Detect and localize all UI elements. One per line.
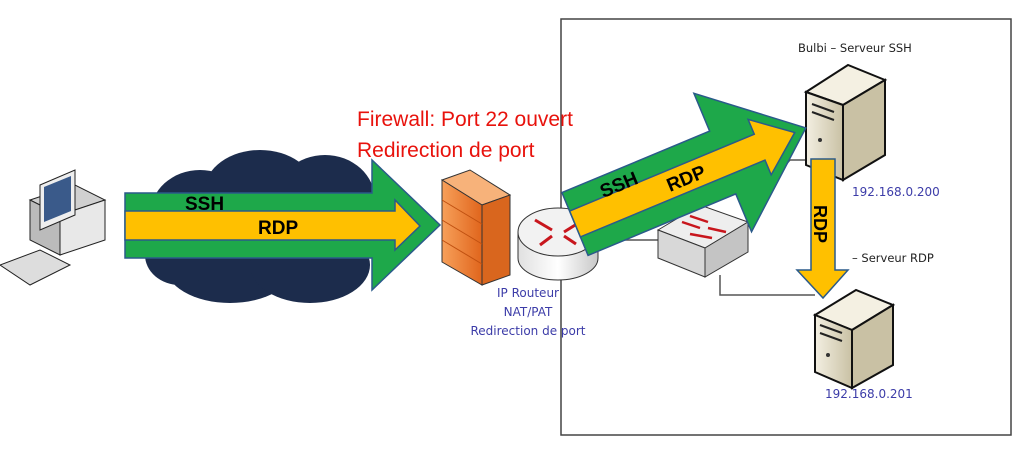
rdp-server-name: – Serveur RDP bbox=[852, 251, 934, 265]
main-ssh-label: SSH bbox=[185, 194, 224, 215]
router-label-line3: Redirection de port bbox=[471, 324, 586, 338]
firewall-note-line1: Firewall: Port 22 ouvert bbox=[357, 108, 573, 131]
router-label-line1: IP Routeur bbox=[497, 286, 559, 300]
firewall-note-line2: Redirection de port bbox=[357, 139, 535, 162]
main-rdp-label: RDP bbox=[258, 218, 298, 239]
ssh-server-name: Bulbi – Serveur SSH bbox=[798, 41, 912, 55]
rdp-server-ip: 192.168.0.201 bbox=[825, 387, 913, 401]
firewall-icon bbox=[440, 169, 512, 286]
client-computer-icon bbox=[0, 169, 107, 286]
switch-icon bbox=[656, 204, 750, 278]
rdp-server-arrow-label: RDP bbox=[810, 205, 830, 243]
lan-traffic-arrow-group: SSH RDP bbox=[560, 92, 807, 257]
router-label-line2: NAT/PAT bbox=[504, 305, 553, 319]
main-rdp-arrow bbox=[124, 198, 422, 252]
router-icon bbox=[517, 207, 599, 281]
rdp-server-arrow bbox=[795, 158, 850, 300]
ssh-server-ip: 192.168.0.200 bbox=[852, 185, 940, 199]
lan-rdp-arrow bbox=[568, 118, 796, 238]
rdp-server-icon bbox=[812, 288, 896, 390]
ssh-server-icon bbox=[803, 63, 888, 182]
